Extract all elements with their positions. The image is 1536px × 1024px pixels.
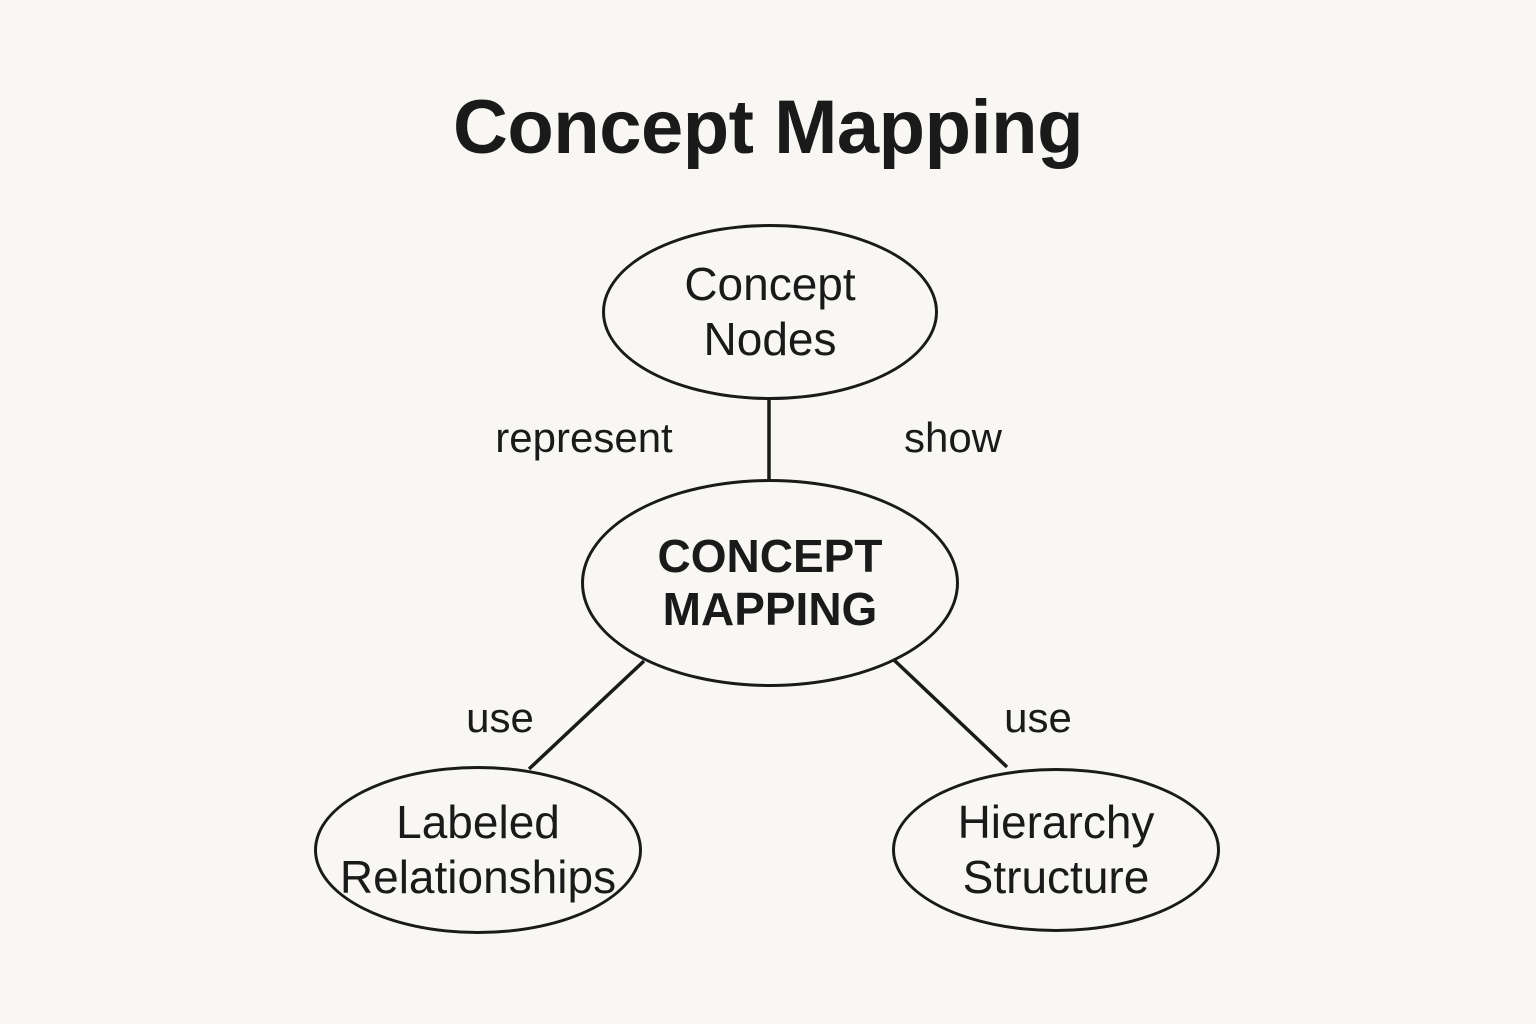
- node-concept-nodes: Concept Nodes: [602, 224, 938, 400]
- edge-label-use-left: use: [466, 694, 534, 741]
- edge-label-represent: represent: [495, 414, 673, 461]
- node-label: Hierarchy Structure: [957, 795, 1155, 903]
- connector-line-labeled-relationships: [527, 659, 646, 771]
- edge-label-use-right: use: [1004, 694, 1072, 741]
- node-concept-mapping: CONCEPT MAPPING: [581, 479, 959, 687]
- node-hierarchy-structure: Hierarchy Structure: [892, 768, 1220, 932]
- page-title: Concept Mapping: [452, 85, 1084, 170]
- edge-label-show: show: [903, 414, 1003, 461]
- connector-line-hierarchy-structure: [892, 658, 1009, 769]
- node-label: Concept Nodes: [684, 257, 856, 365]
- node-label: Labeled Relationships: [339, 795, 617, 903]
- node-labeled-relationships: Labeled Relationships: [314, 766, 642, 934]
- node-label: CONCEPT MAPPING: [657, 530, 883, 635]
